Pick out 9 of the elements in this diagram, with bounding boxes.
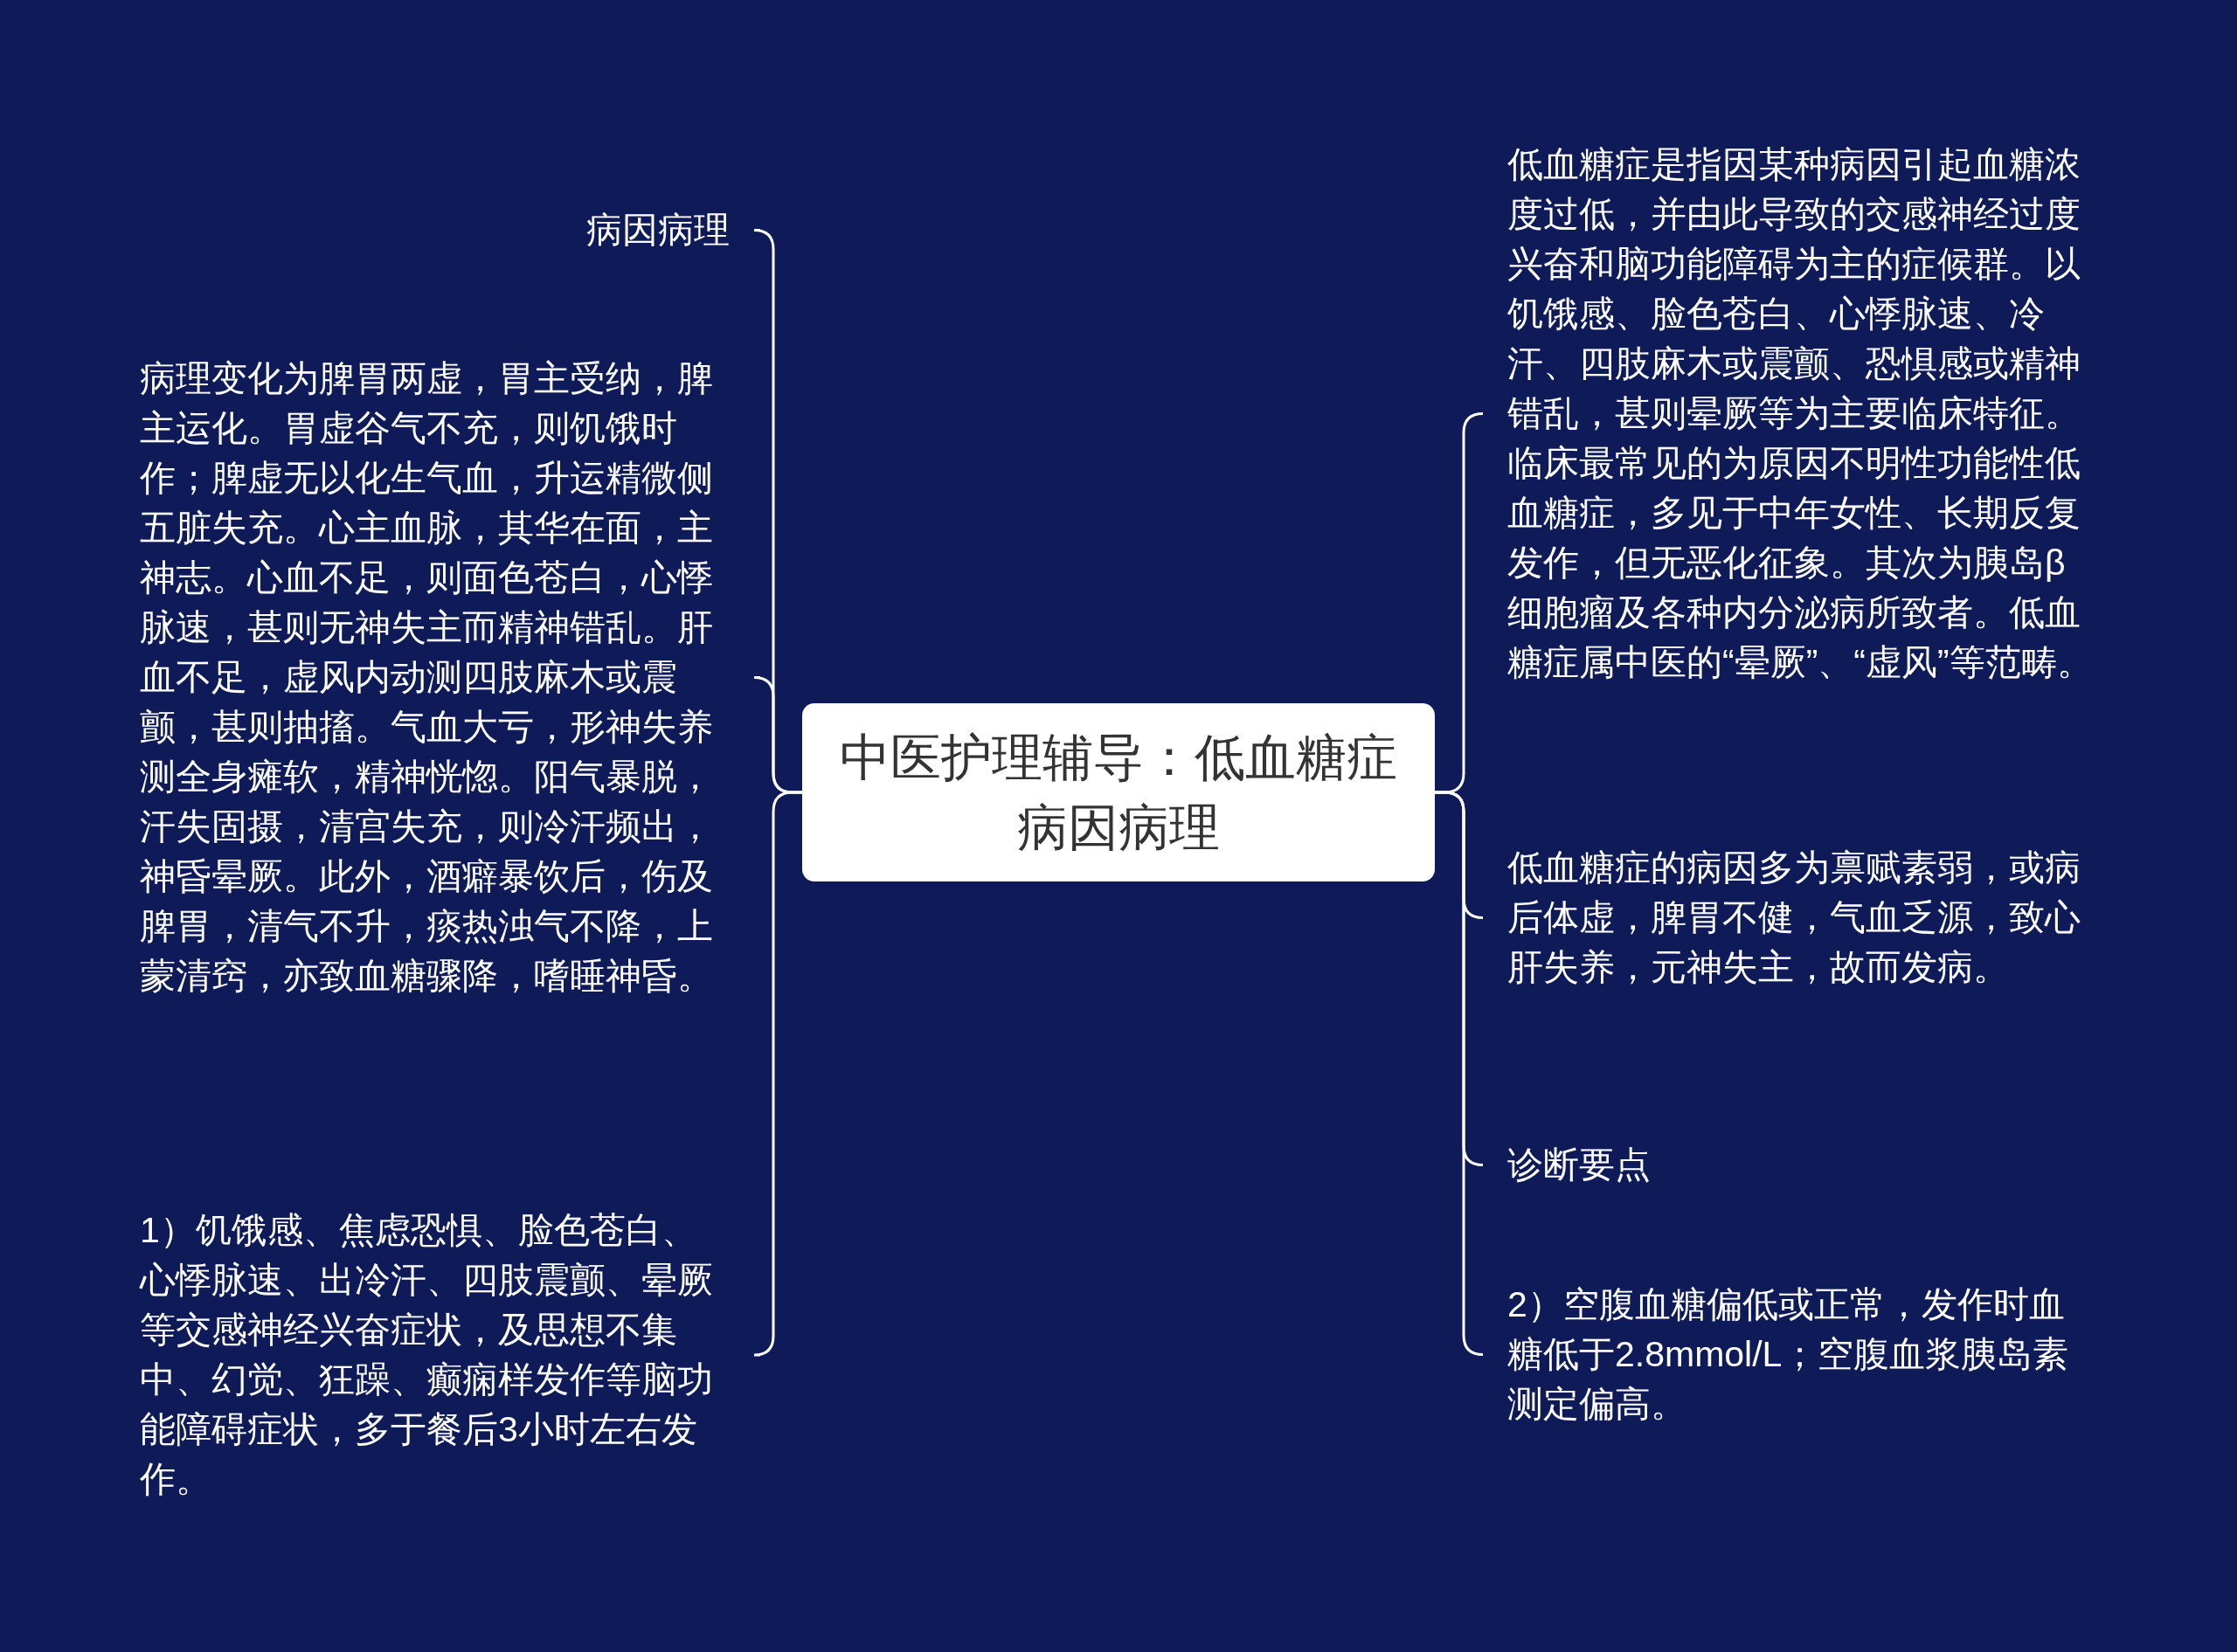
branch-text: 低血糖症是指因某种病因引起血糖浓度过低，并由此导致的交感神经过度兴奋和脑功能障碍为主的症候群。以饥饿感、脸色苍白、心悸脉速、冷汗、四肢麻木或震颤、恐惧感或精神错乱，甚则晕厥等为主要临床特征。临床最常见的为原因不明性功能性低血糖症，多见于中年女性、长期反复发作，但无恶化征象。其次为胰岛β细胞瘤及各种内分泌病所致者。低血糖症属中医的“晕厥”、“虚风”等范畴。 [1507,143,2093,684]
branch-text: 1）饥饿感、焦虑恐惧、脸色苍白、心悸脉速、出冷汗、四肢震颤、晕厥等交感神经兴奋症状，及思想不集中、幻觉、狂躁、癫痫样发作等脑功能障碍症状，多于餐后3小时左右发作。 [140,1209,714,1501]
branch-text: 病因病理 [585,209,730,252]
branch-text: 诊断要点 [1507,1144,1652,1186]
topic-box [802,703,1435,881]
branch-text: 2）空腹血糖偏低或正常，发作时血糖低于2.8mmol/L；空腹血浆胰岛素测定偏高。 [1507,1283,2070,1426]
topic-title: 中医护理辅导：低血糖症病因病理 [839,728,1398,857]
branch-text: 低血糖症的病因多为禀赋素弱，或病后体虚，脾胃不健，气血乏源，致心肝失养，元神失主，故而发病。 [1507,847,2081,989]
branch-text: 病理变化为脾胃两虚，胃主受纳，脾主运化。胃虚谷气不充，则饥饿时作；脾虚无以化生气血，升运精微侧五脏失充。心主血脉，其华在面，主神志。心血不足，则面色苍白，心悸脉速，甚则无神失主而精神错乱。肝血不足，虚风内动测四肢麻木或震颤，甚则抽搐。气血大亏，形神失养测全身瘫软，精神恍惚。阳气暴脱，汗失固摄，清宫失充，则冷汗频出，神昏晕厥。此外，酒癖暴饮后，伤及脾胃，清气不升，痰热浊气不降，上蒙清窍，亦致血糖骤降，嗜睡神昏。 [140,357,714,998]
